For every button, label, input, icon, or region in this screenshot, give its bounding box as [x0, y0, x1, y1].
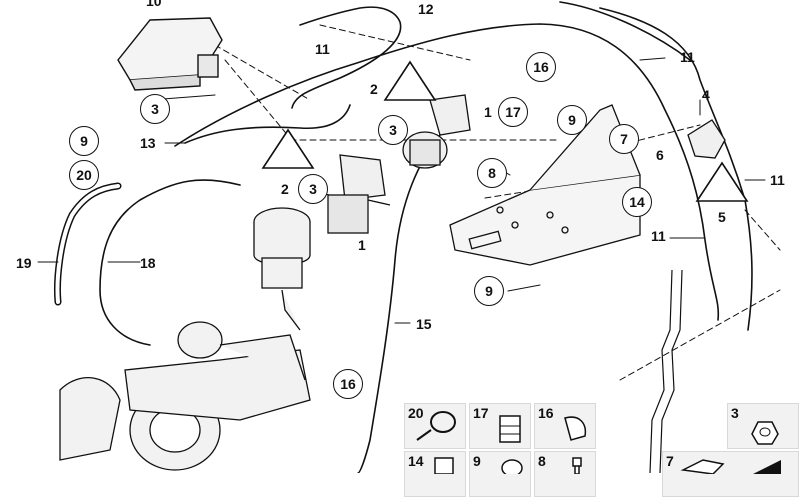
hose-12: [291, 6, 402, 109]
p-clip-icon: [416, 411, 456, 441]
callout-9-c: 9: [474, 276, 504, 306]
callout-3-b: 3: [378, 115, 408, 145]
label-5: 5: [718, 209, 726, 225]
wastegate-actuator: [253, 207, 311, 331]
hose-holder-icon: [564, 416, 587, 441]
legend-cell-3: 3: [727, 403, 799, 449]
label-10: 10: [146, 0, 162, 9]
callout-20: 20: [69, 160, 99, 190]
turbocharger: [59, 321, 311, 471]
legend-num-16: 16: [538, 405, 554, 421]
cover-part-10: [117, 17, 223, 91]
diagram-drawing: [37, 1, 781, 473]
label-1-b: 1: [358, 237, 366, 253]
hose-19: [54, 182, 122, 306]
callout-14: 14: [622, 187, 652, 217]
hose-13: [184, 104, 351, 144]
hose-18: [99, 179, 241, 346]
warning-triangles: [261, 60, 749, 202]
legend-cell-20: 20: [404, 403, 466, 449]
callout-7: 7: [609, 124, 639, 154]
legend-num-8: 8: [538, 453, 546, 469]
label-18: 18: [140, 255, 156, 271]
label-2-a: 2: [370, 81, 378, 97]
solenoid-valve-lower: [327, 154, 391, 234]
callout-3-a: 3: [140, 94, 170, 124]
label-19: 19: [16, 255, 32, 271]
legend-cell-7: 7: [662, 451, 799, 497]
label-4: 4: [702, 87, 710, 103]
legend-num-14: 14: [408, 453, 424, 469]
callout-16-b: 16: [333, 369, 363, 399]
callout-3-c: 3: [298, 174, 328, 204]
label-15: 15: [416, 316, 432, 332]
legend-num-3: 3: [731, 405, 739, 421]
callout-8: 8: [477, 158, 507, 188]
legend-num-17: 17: [473, 405, 489, 421]
bracket-part-6: [449, 104, 641, 266]
label-11-d: 11: [651, 228, 666, 244]
callout-16-a: 16: [526, 52, 556, 82]
legend-cell-9: 9: [469, 451, 531, 497]
hose-11-top: [559, 1, 691, 61]
hose-11-main: [174, 23, 720, 321]
callout-9-a: 9: [69, 126, 99, 156]
label-11-b: 11: [680, 49, 695, 65]
legend-num-7: 7: [666, 453, 674, 469]
pressure-converter-part-4: [687, 119, 726, 159]
label-13: 13: [140, 135, 156, 151]
callout-9-b: 9: [557, 105, 587, 135]
label-1-a: 1: [484, 104, 492, 120]
legend-cell-17: 17: [469, 403, 531, 449]
label-11-a: 11: [315, 41, 330, 57]
callout-17: 17: [498, 97, 528, 127]
pipe-lower-right: [649, 269, 683, 473]
label-11-c: 11: [770, 172, 785, 188]
label-12: 12: [418, 1, 434, 17]
legend-num-20: 20: [408, 405, 424, 421]
hose-clip-icon: [499, 415, 521, 443]
solenoid-valve-upper: [402, 94, 471, 169]
legend-cell-14: 14: [404, 451, 466, 497]
hose-15: [357, 134, 441, 473]
legend-cell-16: 16: [534, 403, 596, 449]
legend-num-9: 9: [473, 453, 481, 469]
nut-icon: [751, 421, 779, 445]
legend-cell-8: 8: [534, 451, 596, 497]
label-6: 6: [656, 147, 664, 163]
cable-tie-icon: [680, 459, 781, 475]
parts-diagram: 10 12 11 11 11 11 2 2 1 1 4 5 6 13 18 19…: [16, 0, 799, 497]
label-2-b: 2: [281, 181, 289, 197]
